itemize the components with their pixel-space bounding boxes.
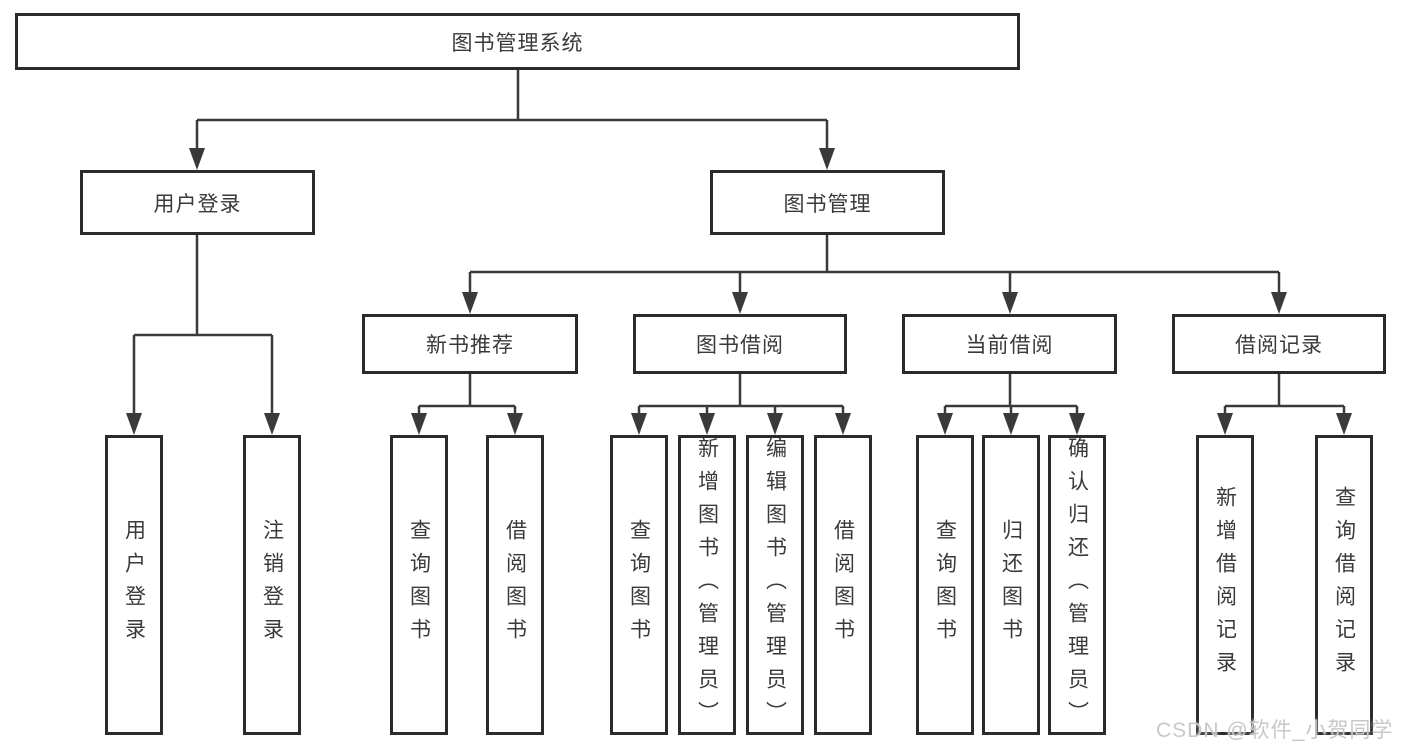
- node-label: 借阅图书: [503, 519, 527, 651]
- node-current-borrowing: 当前借阅: [902, 314, 1117, 374]
- node-book-management: 图书管理: [710, 170, 945, 235]
- leaf-add-book-admin: 新增图书（管理员）: [678, 435, 736, 735]
- connector-book-borrowing-to-leaves: [631, 374, 851, 435]
- leaf-borrow-books-borrowing: 借阅图书: [814, 435, 872, 735]
- node-label: 借阅记录: [1235, 334, 1323, 357]
- arrow-down-icon: [699, 413, 715, 435]
- node-label: 查询图书: [407, 519, 431, 651]
- connector-borrowing-records-to-leaves: [1217, 374, 1352, 435]
- arrow-down-icon: [819, 148, 835, 170]
- node-user-login: 用户登录: [80, 170, 315, 235]
- leaf-confirm-return-admin: 确认归还（管理员）: [1048, 435, 1106, 735]
- node-borrowing-records: 借阅记录: [1172, 314, 1386, 374]
- leaf-edit-book-admin: 编辑图书（管理员）: [746, 435, 804, 735]
- node-label: 图书管理: [783, 192, 872, 216]
- node-new-book-recommend: 新书推荐: [362, 314, 578, 374]
- node-label: 确认归还（管理员）: [1065, 436, 1089, 734]
- leaf-query-books-current: 查询图书: [916, 435, 974, 735]
- leaf-query-borrow-record: 查询借阅记录: [1315, 435, 1373, 735]
- arrow-down-icon: [1003, 413, 1019, 435]
- node-label: 用户登录: [122, 519, 146, 651]
- arrow-down-icon: [631, 413, 647, 435]
- node-label: 注销登录: [260, 519, 284, 651]
- node-label: 查询借阅记录: [1332, 486, 1356, 684]
- node-library-system: 图书管理系统: [15, 13, 1020, 70]
- arrow-down-icon: [937, 413, 953, 435]
- node-label: 用户登录: [153, 192, 242, 216]
- arrow-down-icon: [732, 292, 748, 314]
- leaf-logout: 注销登录: [243, 435, 301, 735]
- node-label: 借阅图书: [831, 519, 855, 651]
- leaf-query-books-recommend: 查询图书: [390, 435, 448, 735]
- node-book-borrowing: 图书借阅: [633, 314, 847, 374]
- leaf-user-login: 用户登录: [105, 435, 163, 735]
- arrow-down-icon: [189, 148, 205, 170]
- arrow-down-icon: [1069, 413, 1085, 435]
- node-label: 新书推荐: [426, 334, 514, 357]
- node-label: 图书管理系统: [451, 31, 584, 55]
- connector-new-book-recommend-to-leaves: [411, 374, 523, 435]
- arrow-down-icon: [835, 413, 851, 435]
- leaf-borrow-books-recommend: 借阅图书: [486, 435, 544, 735]
- node-label: 编辑图书（管理员）: [763, 436, 787, 734]
- arrow-down-icon: [767, 413, 783, 435]
- node-label: 归还图书: [999, 519, 1023, 651]
- arrow-down-icon: [126, 413, 142, 435]
- leaf-query-books-borrowing: 查询图书: [610, 435, 668, 735]
- leaf-add-borrow-record: 新增借阅记录: [1196, 435, 1254, 735]
- node-label: 新增借阅记录: [1213, 486, 1237, 684]
- node-label: 新增图书（管理员）: [695, 436, 719, 734]
- connector-root-to-level2: [189, 70, 835, 170]
- arrow-down-icon: [462, 292, 478, 314]
- connector-user-login-to-leaves: [126, 235, 280, 435]
- node-label: 当前借阅: [965, 334, 1054, 357]
- connector-current-borrowing-to-leaves: [937, 374, 1085, 435]
- node-label: 查询图书: [933, 519, 957, 651]
- arrow-down-icon: [264, 413, 280, 435]
- leaf-return-books: 归还图书: [982, 435, 1040, 735]
- arrow-down-icon: [1217, 413, 1233, 435]
- connector-book-management-to-level3: [462, 235, 1287, 314]
- node-label: 查询图书: [627, 519, 651, 651]
- arrow-down-icon: [1336, 413, 1352, 435]
- arrow-down-icon: [507, 413, 523, 435]
- arrow-down-icon: [1002, 292, 1018, 314]
- node-label: 图书借阅: [696, 334, 784, 357]
- csdn-watermark: CSDN @软件_小贺同学: [1156, 719, 1394, 742]
- arrow-down-icon: [411, 413, 427, 435]
- arrow-down-icon: [1271, 292, 1287, 314]
